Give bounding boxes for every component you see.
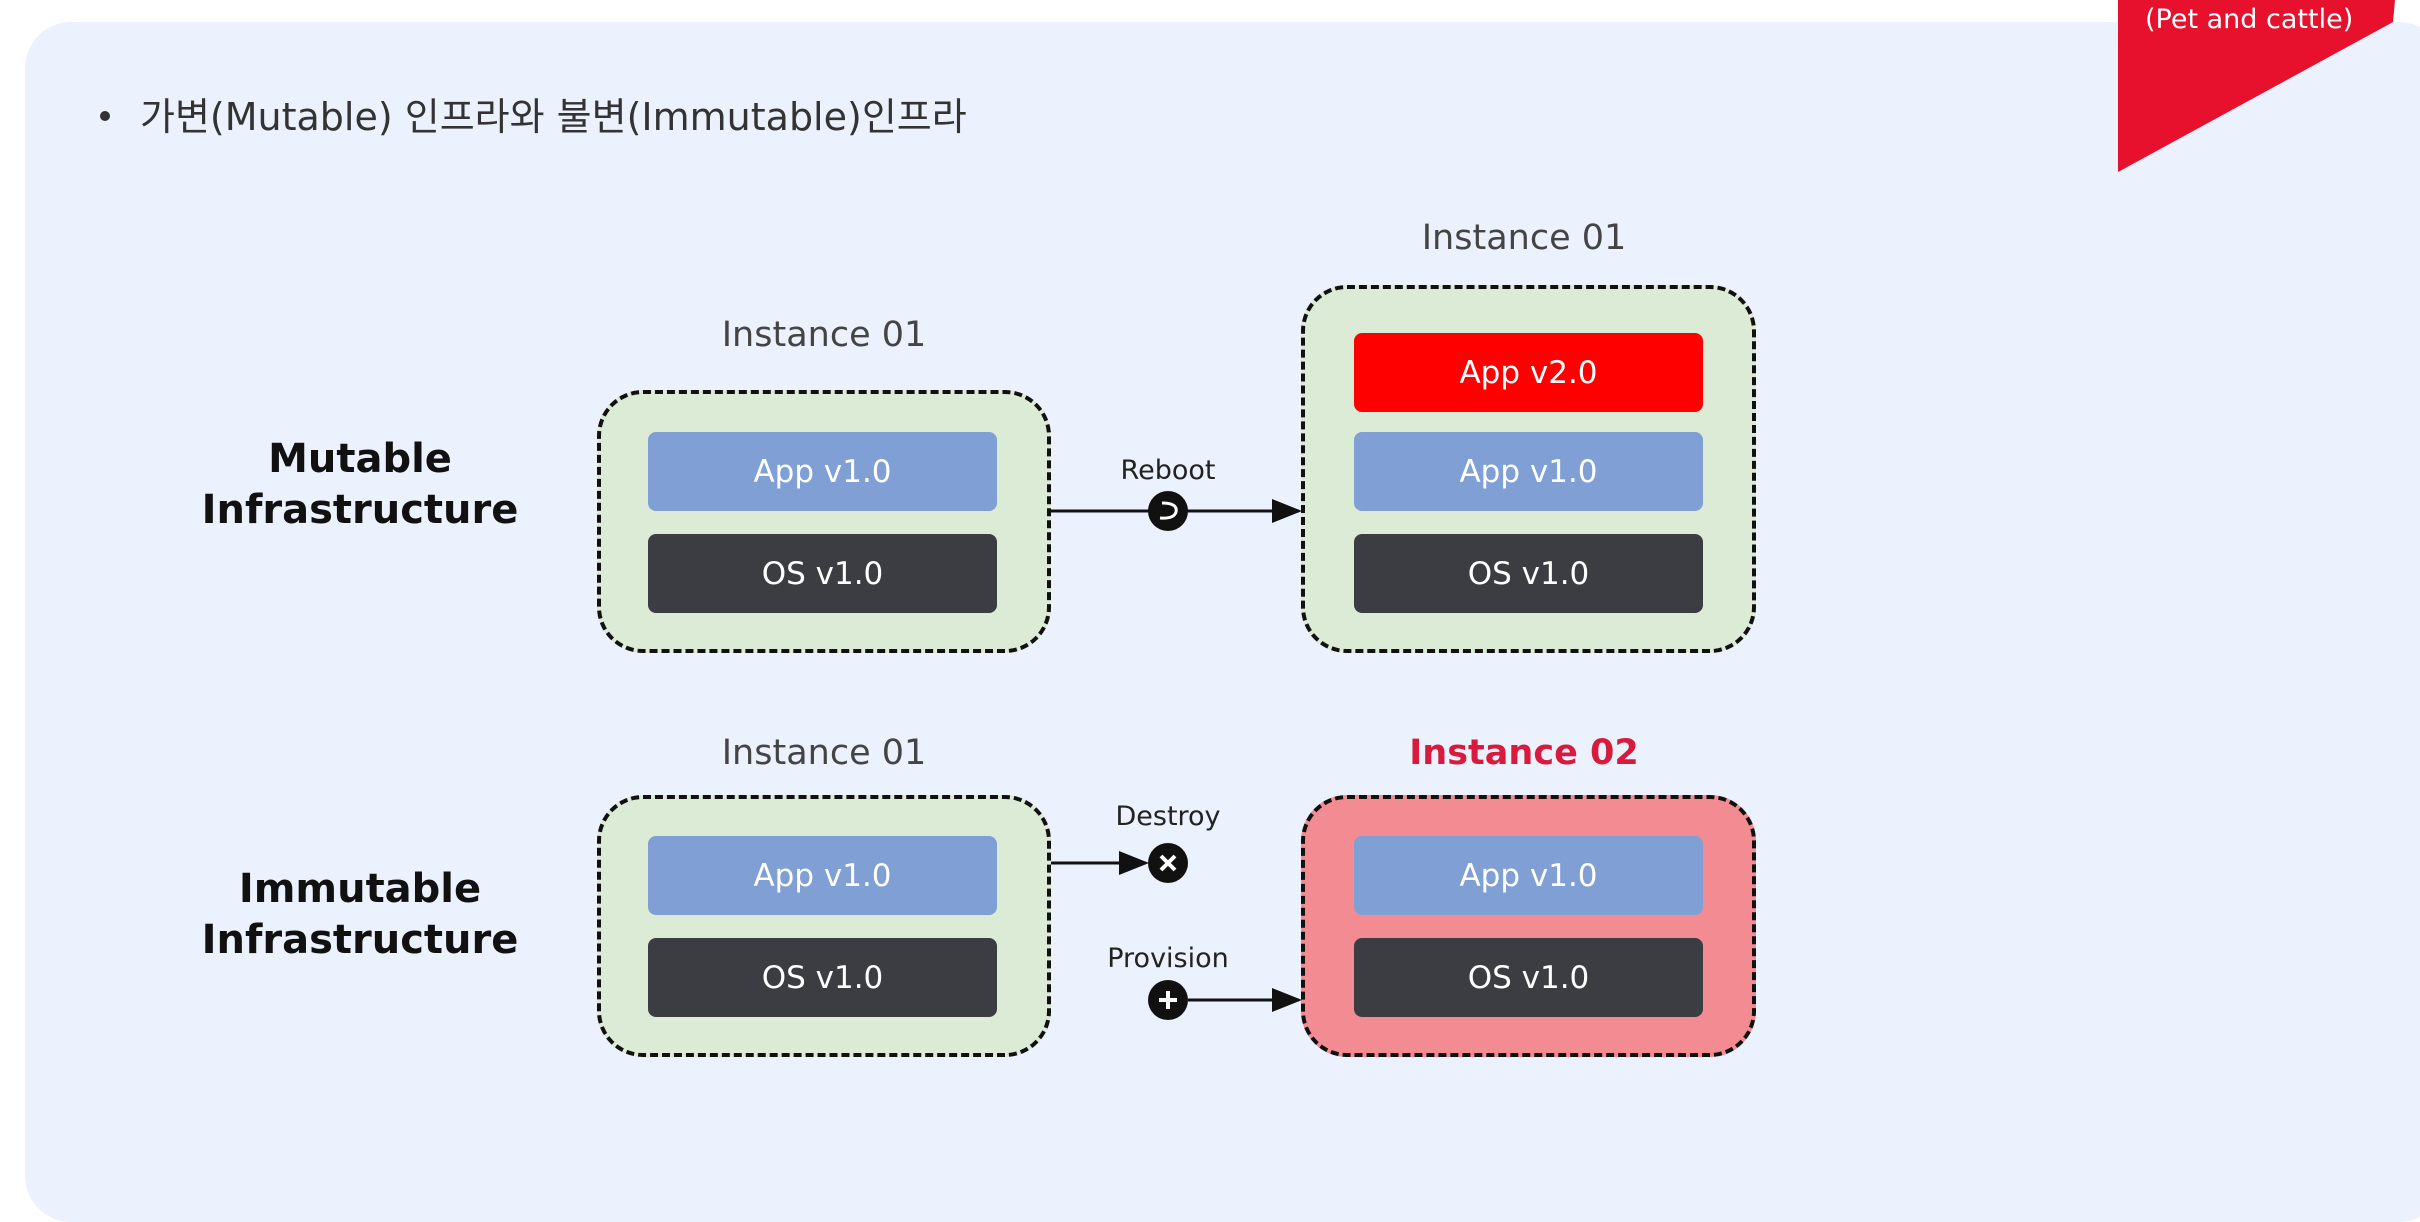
immutable-before-title: Instance 01 <box>721 733 927 773</box>
app-layer: App v1.0 <box>648 836 997 915</box>
os-layer: OS v1.0 <box>1354 938 1703 1017</box>
os-layer: OS v1.0 <box>648 938 997 1017</box>
app-layer: App v1.0 <box>1354 432 1703 511</box>
corner-banner <box>2118 0 2395 172</box>
provision-label: Provision <box>1107 943 1229 974</box>
plus-icon <box>1148 980 1188 1020</box>
app-layer: App v1.0 <box>648 432 997 511</box>
slide-title: 가변(Mutable) 인프라와 불변(Immutable)인프라 <box>100 86 967 141</box>
reboot-label: Reboot <box>1120 455 1216 486</box>
arrows-layer <box>1051 491 1302 1020</box>
immutable-label-line1: Immutable <box>238 866 482 912</box>
mutable-label-line1: Mutable <box>268 436 452 482</box>
immutable-label-line2: Infrastructure <box>201 917 519 963</box>
slide-title-text: 가변(Mutable) 인프라와 불변(Immutable)인프라 <box>140 95 967 139</box>
immutable-after-title: Instance 02 <box>1409 733 1639 773</box>
mutable-after-title: Instance 01 <box>1421 218 1627 258</box>
x-icon <box>1148 843 1188 883</box>
destroy-label: Destroy <box>1115 801 1221 832</box>
os-layer: OS v1.0 <box>648 534 997 613</box>
bullet-icon <box>100 110 110 121</box>
os-layer: OS v1.0 <box>1354 534 1703 613</box>
mutable-before-title: Instance 01 <box>721 315 927 355</box>
corner-banner-text: (Pet and cattle) <box>2145 4 2354 35</box>
app-layer: App v1.0 <box>1354 836 1703 915</box>
slide-panel <box>25 22 2420 1222</box>
new-app-layer: App v2.0 <box>1354 333 1703 412</box>
mutable-label-line2: Infrastructure <box>201 487 519 533</box>
reboot-icon <box>1148 491 1188 531</box>
